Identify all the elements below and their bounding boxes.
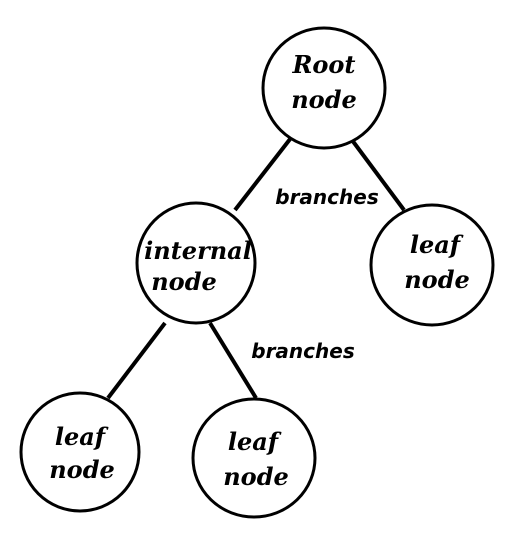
leaf-node-bottom-left: leaf node [19,391,141,513]
edge-internal-leaf-left [106,321,167,400]
root-node: Root node [261,26,387,150]
leaf-node-right-label-line1: leaf [410,230,464,259]
branch-label-lower: branches [251,339,355,363]
leaf-node-bottom-right-label-line2: node [223,462,289,491]
leaf-node-bottom-left-label-line1: leaf [55,422,109,451]
internal-node-label-line2: node [151,267,217,296]
internal-node: internal node [135,201,257,325]
leaf-node-bottom-right: leaf node [191,397,317,519]
leaf-node-bottom-right-label-line1: leaf [228,427,282,456]
leaf-node-bottom-left-label-line2: node [49,455,115,484]
internal-node-label-line1: internal [144,236,252,265]
edge-root-internal [233,132,296,212]
leaf-node-right-label-line2: node [404,265,470,294]
edge-root-leaf-right [347,134,406,212]
root-node-label-line2: node [291,85,357,114]
root-node-label-line1: Root [291,50,355,79]
edge-internal-leaf-right [208,321,258,400]
leaf-node-right: leaf node [369,203,495,327]
branch-label-upper: branches [275,185,379,209]
